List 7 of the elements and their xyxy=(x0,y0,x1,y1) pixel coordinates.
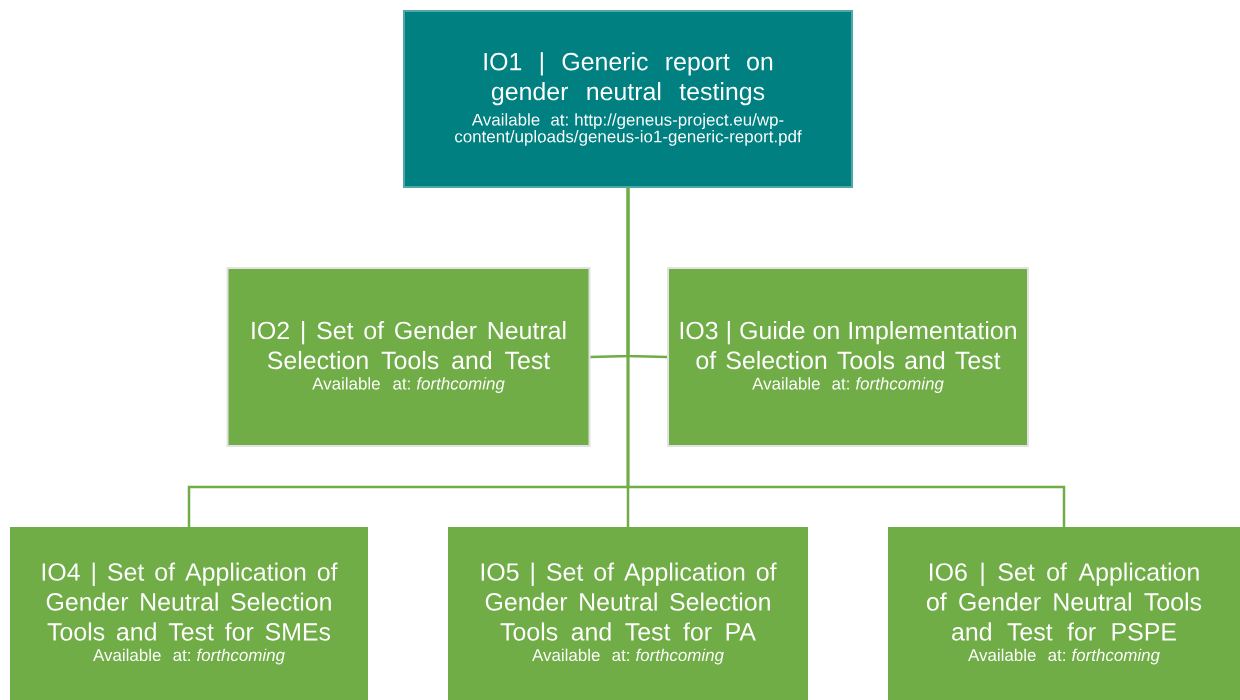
process-box: IO3 | Guide on Implementation of Selection Tools and Test Available at: forthcoming xyxy=(667,267,1029,447)
connector-line xyxy=(626,188,1066,527)
process-box: IO5 | Set of Application of Gender Neutral Selection Tools and Test for PA Available at: forthcoming xyxy=(448,527,808,700)
process-box: IO6 | Set of Application of Gender Neutral Tools and Test for PSPE Available at: forthcoming xyxy=(888,527,1240,700)
process-box: IO2 | Set of Gender Neutral Selection Tools and Test Available at: forthcoming xyxy=(226,267,591,447)
process-box: IO1 | Generic report on gender neutral testings Available at: http://geneus-project.eu/wp-content/uploads/geneus-io1-generic-report.pdf xyxy=(403,10,853,188)
process-box: IO4 | Set of Application of Gender Neutral Selection Tools and Test for SMEs Available at: forthcoming xyxy=(10,527,368,700)
